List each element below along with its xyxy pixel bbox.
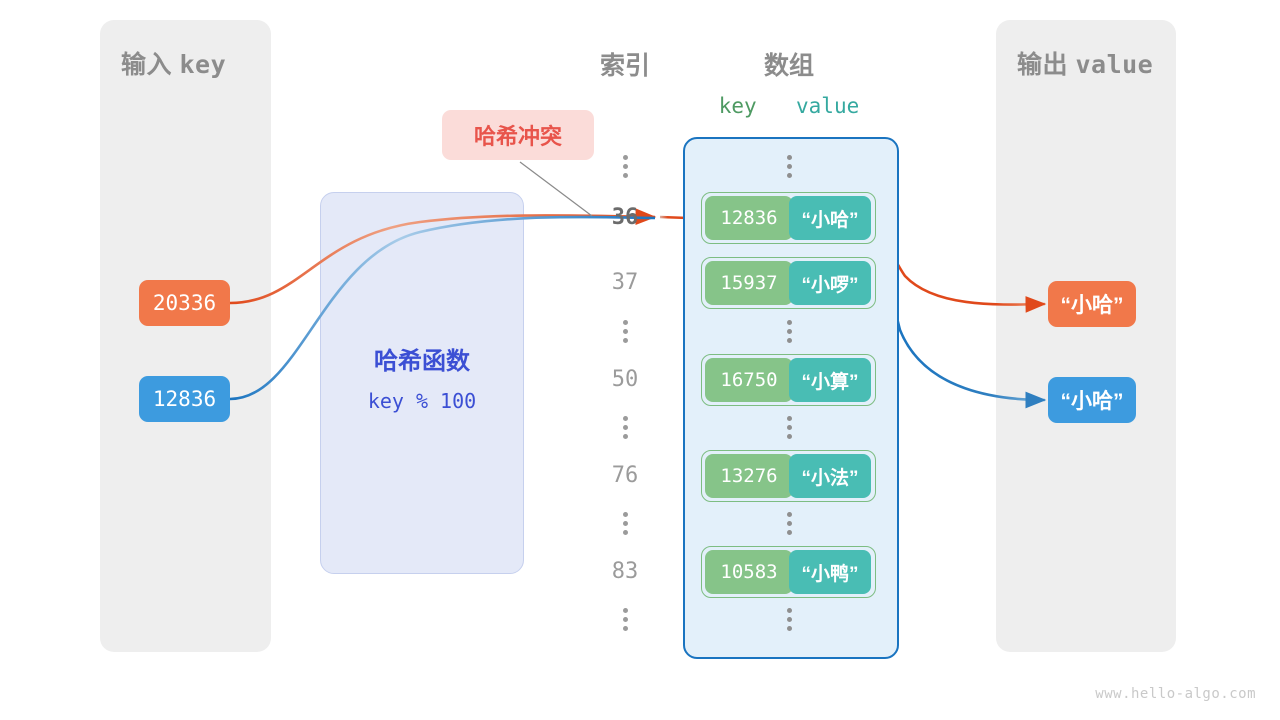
bucket-key: 13276 — [705, 454, 793, 498]
bucket-row[interactable]: 15937 “小啰” — [701, 257, 876, 309]
index-column-title: 索引 — [599, 52, 650, 80]
bucket-value: “小鸭” — [789, 550, 871, 594]
bucket-value: “小啰” — [789, 261, 871, 305]
index-ellipsis-bottom — [595, 608, 655, 634]
index-label-50: 50 — [611, 367, 639, 392]
hash-function-box: 哈希函数 key % 100 — [320, 192, 524, 574]
index-label-83: 83 — [611, 559, 639, 584]
array-ellipsis-2 — [683, 416, 895, 442]
bucket-key: 10583 — [705, 550, 793, 594]
index-ellipsis-1 — [595, 320, 655, 346]
index-label-37: 37 — [611, 270, 639, 295]
input-panel-title: 输入 key — [121, 45, 226, 81]
watermark: www.hello-algo.com — [1095, 686, 1256, 702]
input-panel — [100, 20, 271, 652]
hash-function-expression: key % 100 — [367, 389, 477, 413]
array-column-title: 数组 — [763, 52, 814, 80]
array-ellipsis-bottom — [683, 608, 895, 634]
bucket-key: 15937 — [705, 261, 793, 305]
output-value-blue[interactable]: “小哈” — [1048, 377, 1136, 423]
hash-collision-callout: 哈希冲突 — [442, 110, 594, 160]
bucket-row[interactable]: 13276 “小法” — [701, 450, 876, 502]
value-heading: value — [796, 94, 860, 118]
bucket-key: 16750 — [705, 358, 793, 402]
array-ellipsis-1 — [683, 320, 895, 346]
bucket-key: 12836 — [705, 196, 793, 240]
output-panel-title-mono: value — [1075, 50, 1154, 79]
index-label-76: 76 — [611, 463, 639, 488]
output-panel — [996, 20, 1176, 652]
input-panel-title-cn: 输入 — [121, 51, 173, 79]
array-kv-heading: key value — [683, 94, 895, 118]
input-key-20336[interactable]: 20336 — [139, 280, 230, 326]
array-ellipsis-top — [683, 155, 895, 181]
index-ellipsis-top — [595, 155, 655, 181]
bucket-row[interactable]: 16750 “小算” — [701, 354, 876, 406]
bucket-row[interactable]: 12836 “小哈” — [701, 192, 876, 244]
bucket-value: “小算” — [789, 358, 871, 402]
hash-function-title: 哈希函数 — [374, 348, 470, 375]
output-value-orange[interactable]: “小哈” — [1048, 281, 1136, 327]
output-panel-title: 输出 value — [1017, 45, 1153, 81]
index-label-36: 36 — [611, 205, 639, 230]
index-ellipsis-2 — [595, 416, 655, 442]
bucket-row[interactable]: 10583 “小鸭” — [701, 546, 876, 598]
input-key-12836[interactable]: 12836 — [139, 376, 230, 422]
input-panel-title-mono: key — [179, 50, 227, 79]
bucket-value: “小哈” — [789, 196, 871, 240]
output-panel-title-cn: 输出 — [1017, 51, 1069, 79]
index-ellipsis-3 — [595, 512, 655, 538]
array-ellipsis-3 — [683, 512, 895, 538]
key-heading: key — [718, 94, 757, 118]
bucket-value: “小法” — [789, 454, 871, 498]
